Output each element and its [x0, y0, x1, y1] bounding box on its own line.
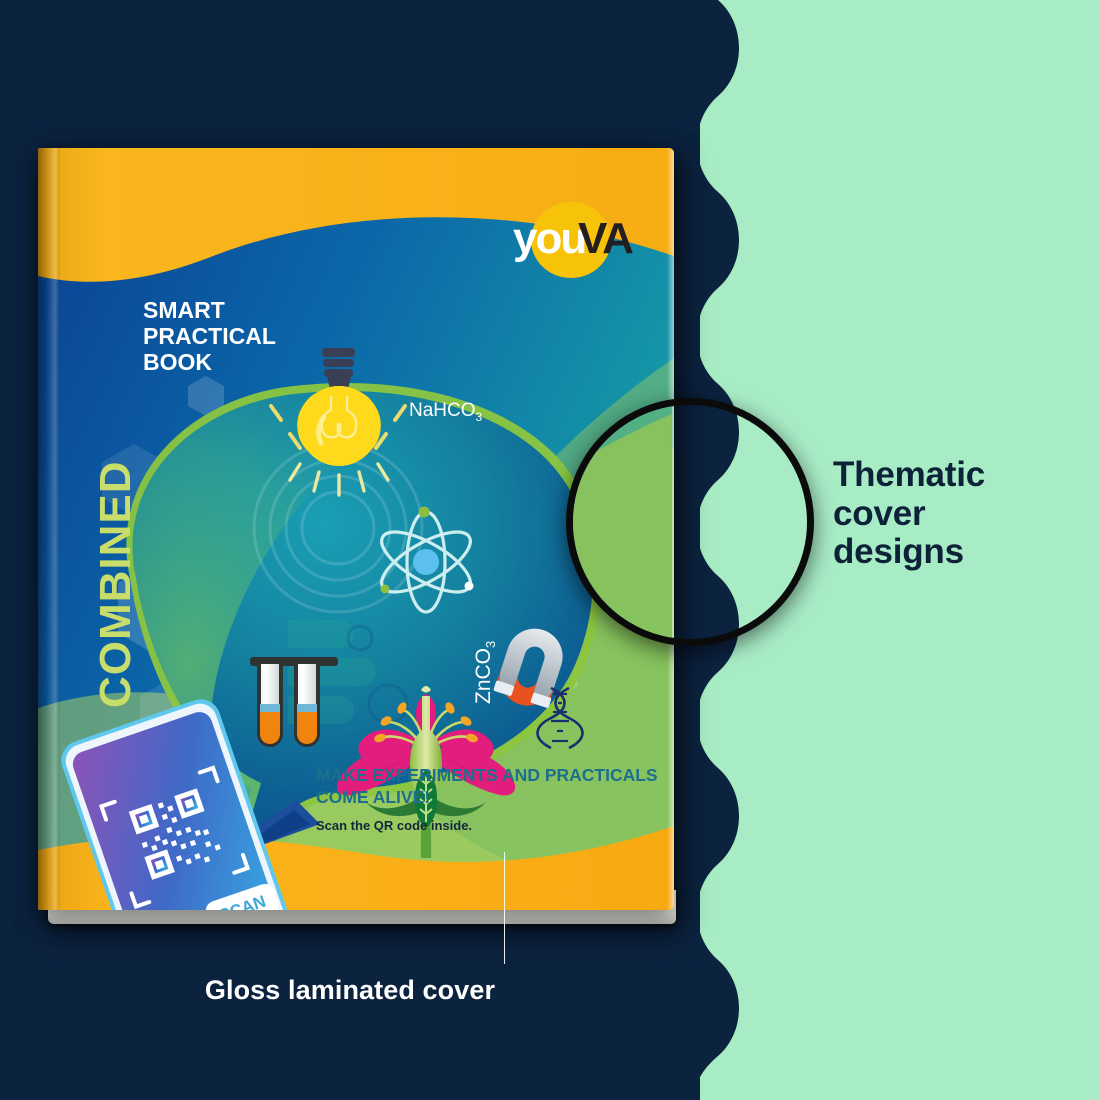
cover-artwork: NaHCO3 ZnCO3 — [38, 148, 674, 910]
dna-icon — [536, 686, 584, 750]
scan-frame — [98, 765, 251, 910]
magnifier-loupe: NaHCO3 ZnCO3 — [566, 398, 814, 646]
thematic-line-3: designs — [833, 532, 964, 571]
brand-name-light: you — [513, 214, 585, 263]
svg-text:COME ALIVE!: COME ALIVE! — [316, 787, 430, 807]
svg-text:SMART: SMART — [143, 297, 225, 323]
thematic-line-2: cover — [833, 493, 926, 533]
formula-nahco3: NaHCO3 — [409, 400, 483, 424]
cover-artwork: NaHCO3 ZnCO3 — [573, 405, 673, 639]
magnet-icon — [493, 628, 563, 708]
scan-button: SCAN — [205, 883, 279, 910]
brand-name-dark: VA — [578, 214, 633, 263]
smartphone-icon: SCAN — [61, 699, 306, 910]
thematic-line-1: Thematic — [833, 455, 986, 494]
vertical-title: COMBINED — [91, 460, 140, 708]
svg-text:PRACTICAL: PRACTICAL — [143, 323, 276, 349]
formula-znco3: ZnCO3 — [472, 641, 498, 704]
qr-code-icon — [128, 788, 221, 880]
gloss-laminated-label: Gloss laminated cover — [204, 975, 496, 1005]
logo-blob — [531, 202, 611, 278]
svg-text:MAKE EXPERIMENTS AND PRACTICAL: MAKE EXPERIMENTS AND PRACTICALS — [316, 765, 658, 785]
svg-text:BOOK: BOOK — [143, 349, 212, 375]
flower-icon — [336, 686, 516, 858]
cover-subtagline: Scan the QR code inside. — [316, 818, 472, 833]
lightbulb-icon — [269, 348, 407, 497]
cover-title: SMART PRACTICAL BOOK — [143, 297, 276, 375]
thematic-callout: Thematic cover designs — [833, 455, 1073, 572]
test-tube-icon — [250, 657, 338, 747]
cover-tagline: MAKE EXPERIMENTS AND PRACTICALS COME ALI… — [316, 765, 658, 807]
gloss-leader-line — [504, 852, 505, 964]
book-spine-shading — [38, 148, 60, 910]
magnifier-content: NaHCO3 ZnCO3 — [573, 405, 807, 639]
atom-icon — [380, 506, 474, 614]
brand-logo: you VA — [513, 202, 635, 278]
book-front-cover: NaHCO3 ZnCO3 — [38, 148, 674, 910]
